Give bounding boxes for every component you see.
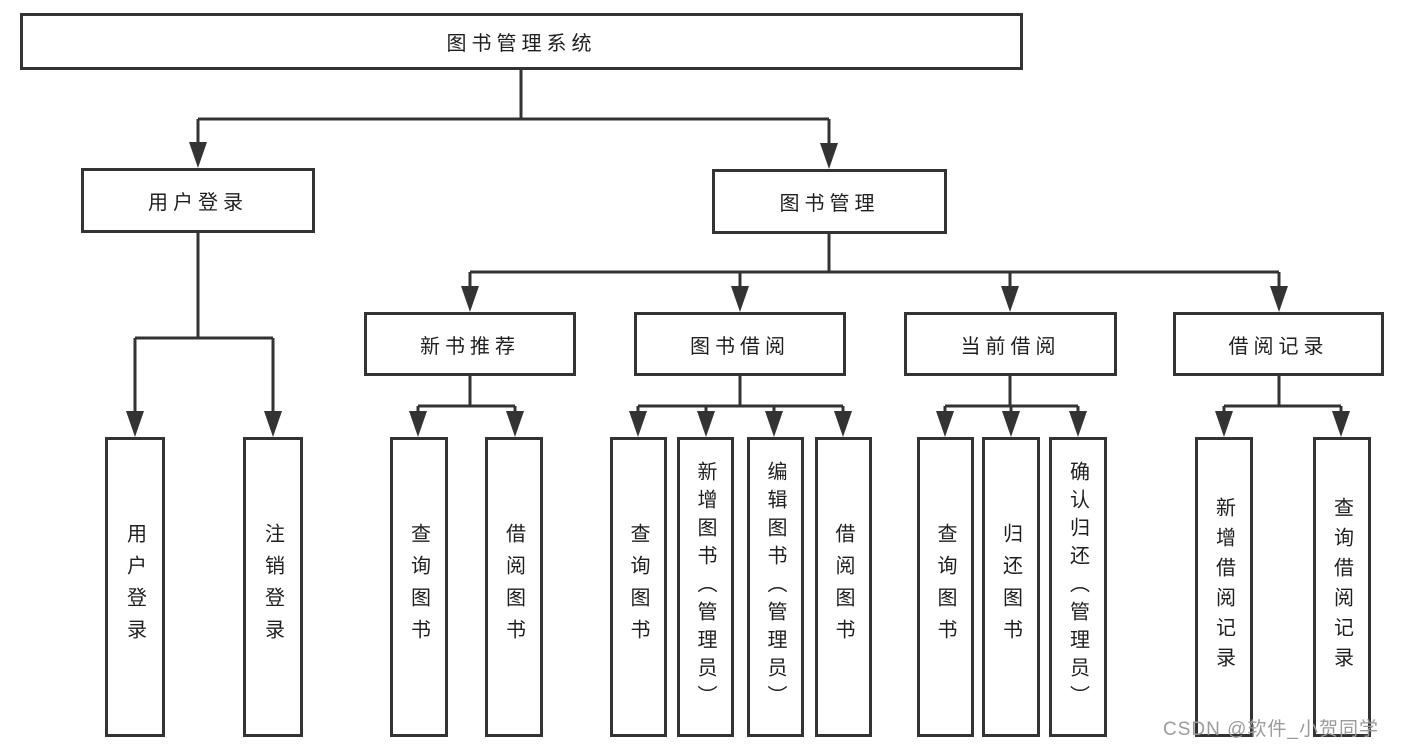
leaf-add-books-admin: 新增图书（管理员） xyxy=(677,437,734,737)
arrowhead-icon xyxy=(264,411,282,437)
node-user-login: 用户登录 xyxy=(81,168,315,233)
leaf-query-books-borrowing: 查询图书 xyxy=(610,437,667,737)
node-current-borrowing: 当前借阅 xyxy=(904,312,1117,376)
csdn-watermark: CSDN @软件_小贺同学 xyxy=(1163,719,1379,740)
arrowhead-icon xyxy=(629,411,647,437)
leaf-query-books-current: 查询图书 xyxy=(917,437,974,737)
arrowhead-icon xyxy=(834,411,852,437)
arrowhead-icon xyxy=(126,411,144,437)
arrowhead-icon xyxy=(765,411,783,437)
leaf-return-books: 归还图书 xyxy=(982,437,1040,737)
arrowhead-icon xyxy=(1215,411,1233,437)
arrowhead-icon xyxy=(731,286,749,312)
arrowhead-icon xyxy=(936,411,954,437)
arrowhead-icon xyxy=(409,411,427,437)
leaf-query-borrow-record: 查询借阅记录 xyxy=(1313,437,1371,737)
node-root-system: 图书管理系统 xyxy=(20,13,1023,70)
arrowhead-icon xyxy=(1069,411,1087,437)
leaf-borrow-books-recommend: 借阅图书 xyxy=(485,437,543,737)
leaf-user-login: 用户登录 xyxy=(105,437,165,737)
node-new-book-recommendation: 新书推荐 xyxy=(364,312,576,376)
arrowhead-icon xyxy=(1332,411,1350,437)
arrowhead-icon xyxy=(820,143,838,169)
arrowhead-icon xyxy=(506,411,524,437)
arrowhead-icon xyxy=(1001,286,1019,312)
arrowhead-icon xyxy=(697,411,715,437)
leaf-add-borrow-record: 新增借阅记录 xyxy=(1195,437,1253,737)
leaf-query-books-recommend: 查询图书 xyxy=(390,437,448,737)
node-borrowing-records: 借阅记录 xyxy=(1173,312,1384,376)
leaf-borrow-books: 借阅图书 xyxy=(815,437,872,737)
node-book-management: 图书管理 xyxy=(712,169,947,234)
arrowhead-icon xyxy=(461,286,479,312)
leaf-confirm-return-admin: 确认归还（管理员） xyxy=(1049,437,1107,737)
leaf-edit-books-admin: 编辑图书（管理员） xyxy=(747,437,804,737)
leaf-logout: 注销登录 xyxy=(243,437,303,737)
node-book-borrowing: 图书借阅 xyxy=(634,312,846,376)
arrowhead-icon xyxy=(1002,411,1020,437)
arrowhead-icon xyxy=(1270,286,1288,312)
arrowhead-icon xyxy=(189,142,207,168)
